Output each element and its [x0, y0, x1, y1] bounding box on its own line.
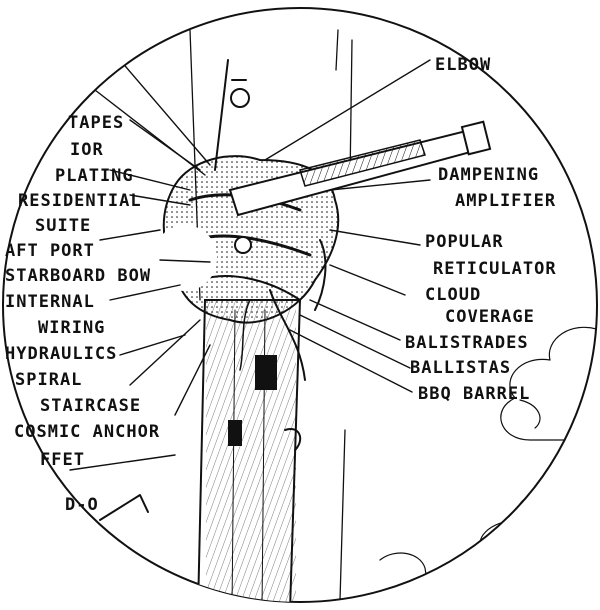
label-cosmic-anchor: COSMIC ANCHOR — [14, 422, 160, 442]
label-popular: POPULAR — [425, 232, 504, 252]
tower-illustration — [196, 299, 302, 602]
label-coverage: COVERAGE — [445, 307, 535, 327]
corner-label: D-O — [65, 495, 99, 515]
label-staircase: STAIRCASE — [40, 396, 141, 416]
label-elbow: ELBOW — [435, 55, 491, 75]
label-residential: RESIDENTIAL — [18, 191, 142, 211]
label-suite: SUITE — [35, 216, 91, 236]
label-amplifier: AMPLIFIER — [455, 191, 556, 211]
label-wiring: WIRING — [38, 318, 105, 338]
corner-bracket — [99, 494, 149, 521]
label-hydraulics: HYDRAULICS — [5, 344, 117, 364]
label-dampening: DAMPENING — [438, 165, 539, 185]
labels-right: ELBOW DAMPENING AMPLIFIER POPULAR RETICU… — [405, 55, 557, 404]
label-internal: INTERNAL — [5, 292, 95, 312]
label-ballistas: BALLISTAS — [410, 358, 511, 378]
label-ior: IOR — [70, 140, 104, 160]
artwork — [69, 29, 597, 602]
leader-lines-left — [69, 59, 211, 471]
label-plating: PLATING — [55, 166, 134, 186]
label-balistrades: BALISTRADES — [405, 333, 529, 353]
label-ffet: FFET — [40, 450, 85, 470]
label-tapes: TAPES — [68, 113, 124, 133]
label-bbq-barrel: BBQ BARREL — [418, 384, 530, 404]
blank-porthole — [153, 225, 217, 291]
label-spiral: SPIRAL — [15, 370, 82, 390]
leader-lines-right — [264, 59, 431, 393]
label-starboard-bow: STARBOARD BOW — [5, 266, 151, 286]
label-reticulator: RETICULATOR — [433, 259, 557, 279]
label-aft-port: AFT PORT — [5, 241, 95, 261]
labels-left: TAPES IOR PLATING RESIDENTIAL SUITE AFT … — [5, 113, 160, 515]
label-cloud: CLOUD — [425, 285, 481, 305]
